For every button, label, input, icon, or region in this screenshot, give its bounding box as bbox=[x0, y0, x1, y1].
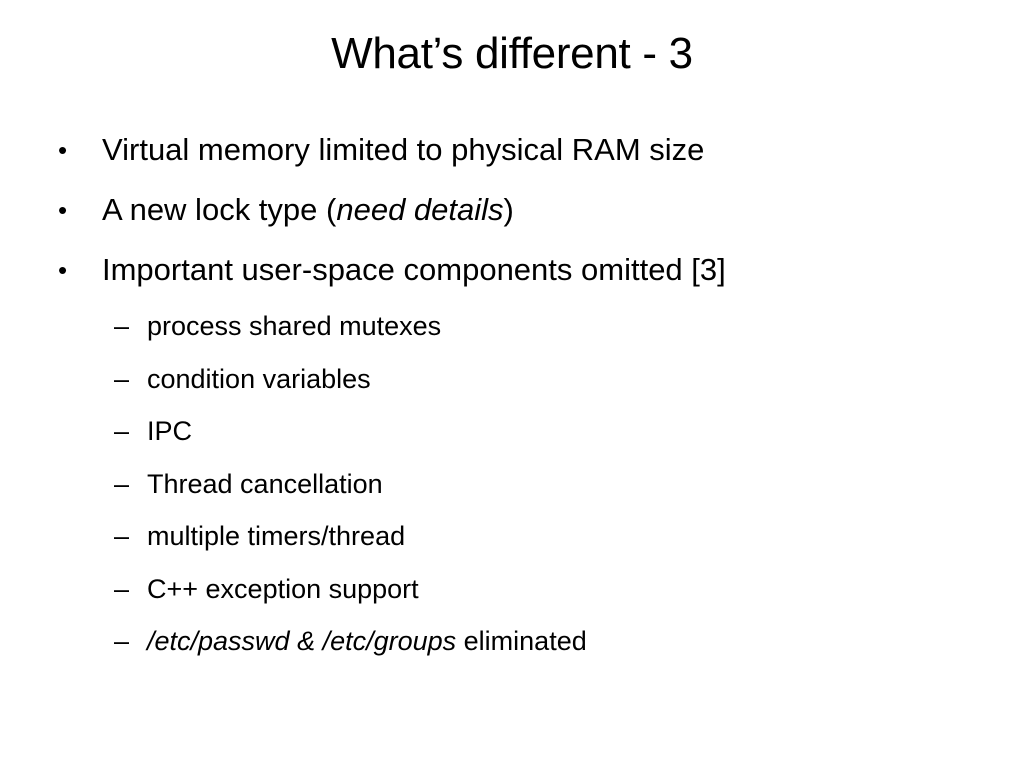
dash-icon: – bbox=[114, 363, 130, 394]
dash-icon: – bbox=[114, 468, 130, 499]
bullet-text: Important user-space components omitted … bbox=[102, 252, 726, 287]
sub-bullet-list: – process shared mutexes – condition var… bbox=[56, 300, 996, 668]
bullet-icon: • bbox=[58, 135, 68, 165]
sub-bullet-item: – Thread cancellation bbox=[56, 458, 996, 511]
bullet-list: • Virtual memory limited to physical RAM… bbox=[56, 120, 996, 668]
sub-bullet-text: multiple timers/thread bbox=[147, 521, 406, 551]
bullet-text-prefix: A new lock type ( bbox=[102, 192, 337, 227]
sub-bullet-item: – IPC bbox=[56, 405, 996, 458]
bullet-icon: • bbox=[58, 255, 68, 285]
dash-icon: – bbox=[114, 416, 130, 446]
dash-icon: – bbox=[114, 311, 130, 341]
dash-icon: – bbox=[114, 521, 130, 551]
sub-bullet-item: – process shared mutexes bbox=[56, 300, 996, 353]
sub-bullet-text: C++ exception support bbox=[147, 573, 419, 604]
sub-bullet-text-italic: /etc/passwd & /etc/groups bbox=[147, 626, 457, 656]
bullet-item-user-space-components: • Important user-space components omitte… bbox=[56, 240, 996, 300]
bullet-text-suffix: ) bbox=[503, 192, 514, 227]
sub-bullet-item: – /etc/passwd & /etc/groups eliminated bbox=[56, 615, 996, 668]
bullet-icon: • bbox=[58, 195, 68, 225]
sub-bullet-item: – multiple timers/thread bbox=[56, 510, 996, 563]
bullet-text-italic: need details bbox=[336, 192, 504, 227]
sub-bullet-text: IPC bbox=[147, 416, 193, 446]
sub-bullet-text: Thread cancellation bbox=[147, 468, 383, 499]
sub-bullet-text: condition variables bbox=[147, 363, 371, 394]
sub-bullet-group: – process shared mutexes – condition var… bbox=[56, 300, 996, 668]
bullet-item-lock-type: • A new lock type (need details) bbox=[56, 180, 996, 240]
bullet-text: Virtual memory limited to physical RAM s… bbox=[102, 132, 705, 167]
dash-icon: – bbox=[114, 626, 130, 656]
slide-title: What’s different - 3 bbox=[331, 29, 693, 78]
dash-icon: – bbox=[114, 573, 130, 604]
sub-bullet-item: – C++ exception support bbox=[56, 563, 996, 616]
sub-bullet-text-suffix: eliminated bbox=[456, 626, 587, 656]
sub-bullet-text: process shared mutexes bbox=[147, 311, 442, 341]
sub-bullet-item: – condition variables bbox=[56, 353, 996, 406]
bullet-item-virtual-memory: • Virtual memory limited to physical RAM… bbox=[56, 120, 996, 180]
